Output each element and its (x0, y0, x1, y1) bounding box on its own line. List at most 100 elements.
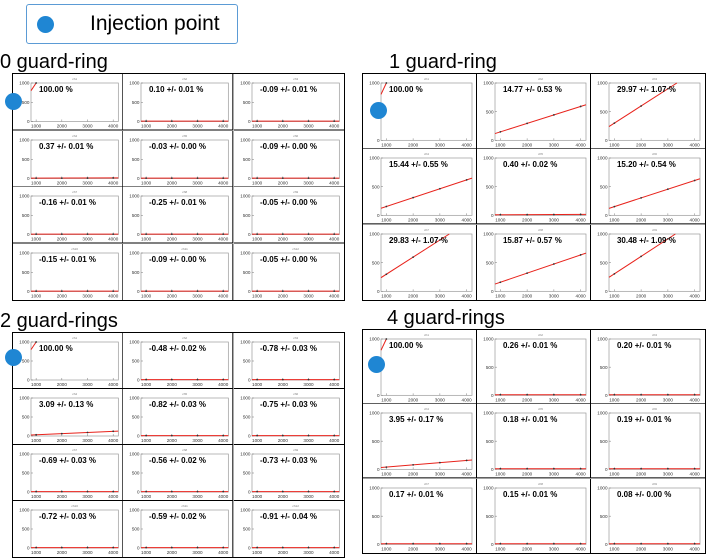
y-tick-label: 0 (605, 467, 608, 472)
x-tick-label: 1000 (381, 472, 392, 477)
data-point (332, 289, 335, 292)
data-point (196, 120, 199, 123)
y-tick-label: 0 (27, 176, 30, 181)
data-point (332, 233, 335, 236)
y-tick-label: 1000 (130, 137, 141, 142)
data-point (196, 546, 199, 549)
data-point (145, 490, 148, 493)
y-tick-label: 500 (372, 260, 380, 265)
y-tick-label: 1000 (130, 81, 141, 86)
plot-frame (494, 157, 587, 217)
subplot-header: ch4 (72, 392, 77, 396)
x-tick-label: 3000 (82, 293, 93, 298)
y-tick-label: 500 (132, 527, 140, 532)
subplot-header: ch10 (71, 504, 78, 508)
x-tick-label: 3000 (435, 218, 446, 223)
y-tick-label: 1000 (240, 340, 251, 345)
data-point (552, 262, 555, 265)
x-tick-label: 2000 (636, 293, 647, 298)
x-tick-label: 1000 (31, 494, 42, 499)
data-point (640, 468, 643, 470)
y-tick-label: 500 (486, 109, 494, 114)
x-tick-label: 1000 (141, 494, 152, 499)
x-tick-label: 1000 (141, 438, 152, 443)
crosstalk-value-label: 100.00 % (39, 85, 73, 94)
fit-line (380, 459, 473, 469)
x-tick-label: 2000 (522, 293, 533, 298)
x-tick-label: 1000 (31, 438, 42, 443)
data-point (332, 546, 335, 549)
x-tick-label: 1000 (252, 293, 263, 298)
subplot-header: ch4 (424, 152, 429, 156)
x-tick-label: 3000 (663, 293, 674, 298)
data-point (579, 253, 582, 256)
crosstalk-value-label: 100.00 % (39, 344, 73, 353)
data-point (526, 542, 529, 545)
x-tick-label: 1000 (252, 382, 263, 387)
x-tick-label: 1000 (381, 397, 392, 402)
crosstalk-value-label: -0.59 +/- 0.02 % (149, 512, 206, 521)
y-tick-label: 1000 (19, 452, 30, 457)
x-tick-label: 3000 (193, 180, 204, 185)
y-tick-label: 1000 (130, 396, 141, 401)
data-point (112, 176, 115, 179)
data-point (385, 338, 388, 340)
y-tick-label: 1000 (130, 340, 141, 345)
data-point (465, 179, 468, 182)
x-tick-label: 1000 (31, 236, 42, 241)
subplot-header: ch4 (72, 134, 77, 138)
x-tick-label: 2000 (408, 218, 419, 223)
crosstalk-value-label: -0.05 +/- 0.00 % (260, 255, 317, 264)
subplot-header: ch6 (652, 407, 657, 411)
data-point (171, 490, 174, 493)
data-point (222, 378, 225, 381)
y-tick-label: 500 (243, 415, 251, 420)
x-tick-label: 1000 (252, 123, 263, 128)
x-tick-label: 4000 (576, 142, 587, 147)
y-tick-label: 1000 (19, 250, 30, 255)
x-tick-label: 3000 (303, 550, 314, 555)
plot-frame (380, 157, 473, 217)
y-tick-label: 0 (27, 119, 30, 124)
data-point (552, 114, 555, 116)
y-tick-label: 0 (248, 546, 251, 551)
y-tick-label: 0 (137, 176, 140, 181)
subplot-header: ch8 (538, 228, 543, 232)
x-tick-label: 3000 (303, 494, 314, 499)
data-point (438, 462, 441, 464)
x-tick-label: 4000 (329, 494, 340, 499)
data-point (86, 233, 89, 236)
data-point (666, 468, 669, 470)
data-point (222, 120, 225, 123)
y-tick-label: 500 (243, 213, 251, 218)
x-tick-label: 1000 (495, 218, 506, 223)
x-tick-label: 1000 (252, 180, 263, 185)
y-tick-label: 500 (243, 100, 251, 105)
subplot-header: ch6 (293, 392, 298, 396)
crosstalk-value-label: 0.08 +/- 0.00 % (617, 490, 671, 499)
y-tick-label: 1000 (369, 231, 380, 236)
y-tick-label: 1000 (130, 194, 141, 199)
x-tick-label: 4000 (329, 438, 340, 443)
subplot-header: ch5 (538, 152, 543, 156)
y-tick-label: 1000 (130, 508, 141, 513)
y-tick-label: 0 (27, 434, 30, 439)
data-point (171, 120, 174, 123)
y-tick-label: 0 (137, 434, 140, 439)
data-point (145, 120, 148, 123)
crosstalk-value-label: -0.09 +/- 0.00 % (260, 142, 317, 151)
x-tick-label: 1000 (609, 293, 620, 298)
